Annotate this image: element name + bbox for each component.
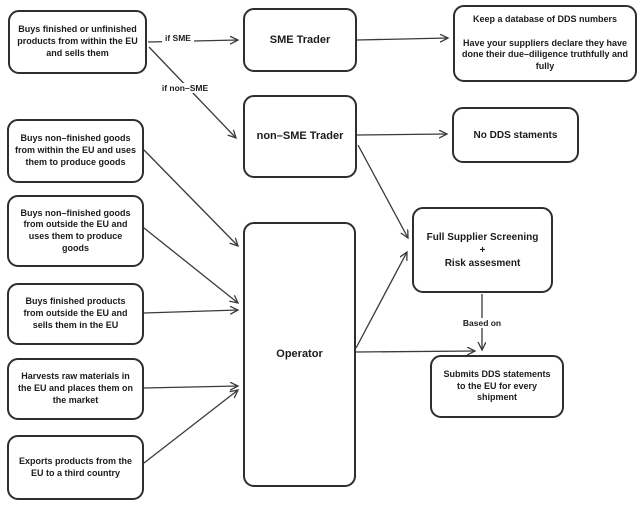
node-operator: Operator xyxy=(243,222,356,487)
arrow-sme-to-database xyxy=(356,38,448,40)
arrow-operator-to-submits xyxy=(355,351,475,352)
arrow-nonsme-to-screening xyxy=(357,144,408,238)
node-harvests-raw: Harvests raw materials in the EU and pla… xyxy=(7,358,144,420)
node-full-screening: Full Supplier Screening + Risk assesment xyxy=(412,207,553,293)
node-label: Operator xyxy=(276,348,323,361)
node-sme-trader: SME Trader xyxy=(243,8,357,72)
arrow-nonfinished-outside-to-operator xyxy=(143,227,238,303)
edge-label-if-sme: if SME xyxy=(162,33,194,43)
edge-label-if-non-sme: if non–SME xyxy=(158,83,212,93)
arrow-harvests-to-operator xyxy=(143,386,238,388)
arrow-exports-to-operator xyxy=(143,390,238,464)
node-buys-finished-outside: Buys finished products from outside the … xyxy=(7,283,144,345)
node-label: No DDS staments xyxy=(473,129,558,141)
node-submits-dds: Submits DDS statements to the EU for eve… xyxy=(430,355,564,418)
node-buys-nonfinished-outside: Buys non–finished goods from outside the… xyxy=(7,195,144,267)
node-label: Full Supplier Screening + Risk assesment xyxy=(426,231,539,269)
arrow-nonsme-to-nodds xyxy=(356,134,447,135)
node-label: Buys finished or unfinished products fro… xyxy=(17,24,138,58)
node-label: Buys finished products from outside the … xyxy=(23,296,128,330)
node-buys-finished-within: Buys finished or unfinished products fro… xyxy=(8,10,147,74)
node-label: non–SME Trader xyxy=(256,130,344,143)
arrow-finished-outside-to-operator xyxy=(143,310,238,313)
node-label: Harvests raw materials in the EU and pla… xyxy=(17,371,134,405)
node-keep-database: Keep a database of DDS numbers Have your… xyxy=(453,5,637,82)
node-label: SME Trader xyxy=(269,33,331,46)
node-label: Keep a database of DDS numbers Have your… xyxy=(461,14,628,72)
node-exports-products: Exports products from the EU to a third … xyxy=(7,435,144,500)
arrow-nonfinished-within-to-operator xyxy=(143,149,238,246)
arrow-operator-to-screening xyxy=(355,252,407,349)
node-label: Buys non–finished goods from outside the… xyxy=(20,207,131,253)
node-buys-nonfinished-within: Buys non–finished goods from within the … xyxy=(7,119,144,183)
node-non-sme-trader: non–SME Trader xyxy=(243,95,357,178)
edge-label-based-on: Based on xyxy=(459,318,505,328)
node-no-dds: No DDS staments xyxy=(452,107,579,163)
node-label: Exports products from the EU to a third … xyxy=(18,455,132,478)
node-label: Submits DDS statements to the EU for eve… xyxy=(443,368,551,403)
node-label: Buys non–finished goods from within the … xyxy=(15,133,137,167)
